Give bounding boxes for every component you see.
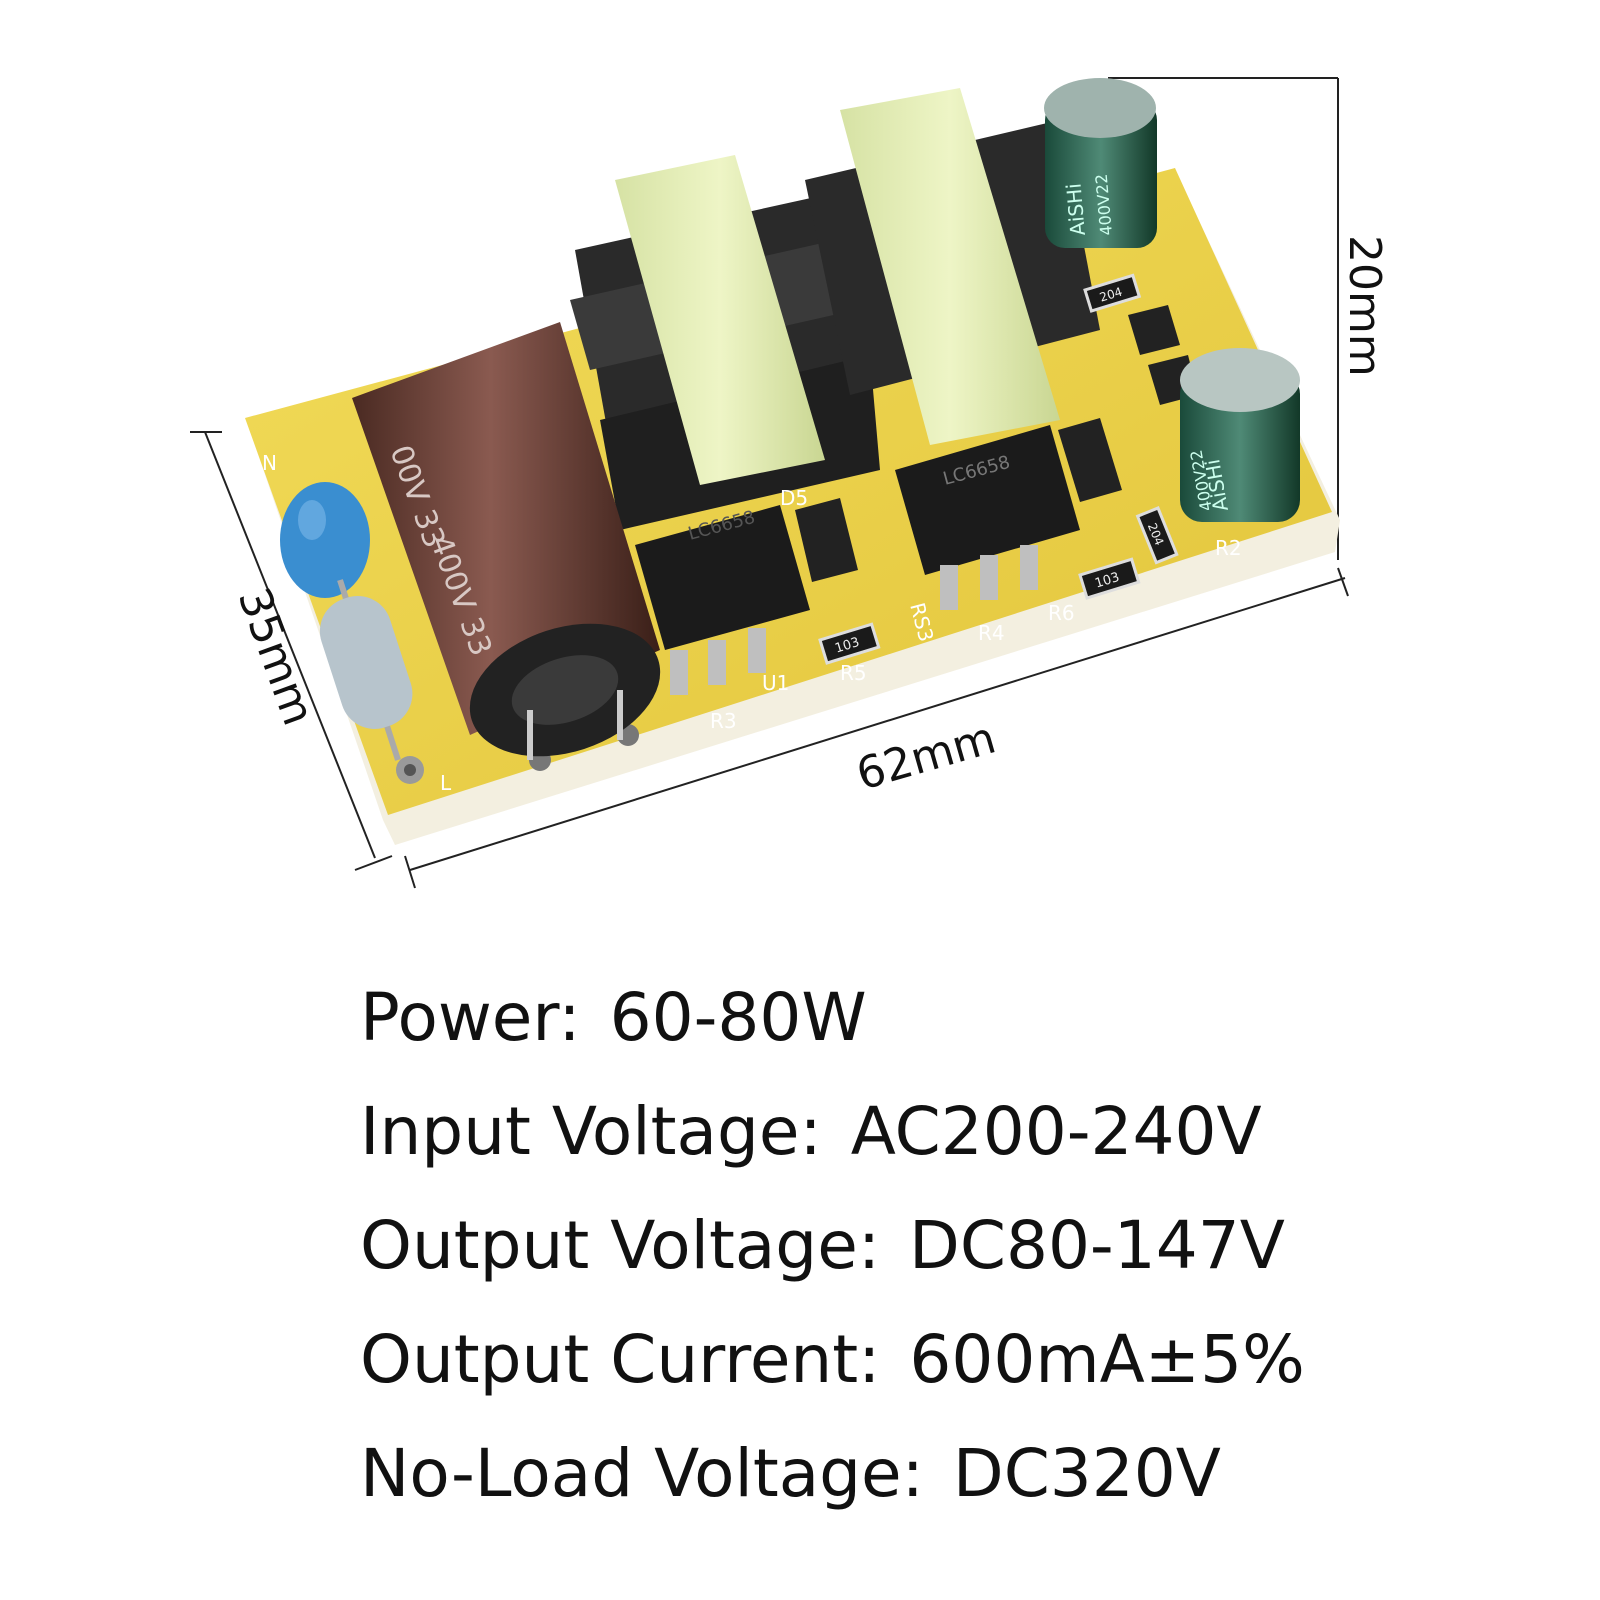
- spec-output-voltage: Output Voltage: DC80-147V: [360, 1213, 1305, 1327]
- svg-text:R2: R2: [1215, 536, 1242, 560]
- electrolytic-capacitor: 00V 33 400V 33: [352, 322, 661, 760]
- spec-value: 600mA±5%: [909, 1321, 1305, 1398]
- spec-output-current: Output Current: 600mA±5%: [360, 1327, 1305, 1441]
- svg-text:103: 103: [1093, 570, 1121, 592]
- spec-input-voltage: Input Voltage: AC200-240V: [360, 1099, 1305, 1213]
- svg-text:R5: R5: [840, 661, 867, 685]
- smd-components: 103 103 204 204: [795, 273, 1198, 665]
- spec-list: Power: 60-80W Input Voltage: AC200-240V …: [360, 985, 1305, 1555]
- svg-text:R4: R4: [978, 621, 1005, 645]
- spec-label: Output Current: [360, 1321, 859, 1398]
- spec-value: DC320V: [952, 1435, 1221, 1512]
- svg-text:R3: R3: [710, 709, 737, 733]
- svg-text:D5: D5: [780, 486, 808, 510]
- product-photo: LC6658 LC6658 103 103 204 204: [190, 77, 1390, 889]
- spec-value: DC80-147V: [909, 1207, 1285, 1284]
- spec-separator: :: [799, 1093, 822, 1170]
- svg-text:R6: R6: [1048, 601, 1075, 625]
- dimension-lines: [190, 77, 1349, 889]
- transformer-right: [805, 88, 1100, 445]
- dimension-height-label: 20mm: [1339, 235, 1390, 377]
- svg-text:N: N: [262, 451, 277, 475]
- axial-resistor: [319, 579, 413, 761]
- green-capacitor-top: AiSHi 400V22: [1044, 78, 1157, 248]
- spec-separator: :: [858, 1321, 881, 1398]
- spec-value: AC200-240V: [850, 1093, 1262, 1170]
- svg-text:103: 103: [833, 635, 861, 657]
- ic-right: LC6658: [895, 425, 1080, 610]
- blue-capacitor: [280, 482, 370, 598]
- spec-no-load-voltage: No-Load Voltage: DC320V: [360, 1441, 1305, 1555]
- spec-power: Power: 60-80W: [360, 985, 1305, 1099]
- svg-text:L: L: [440, 771, 452, 795]
- silkscreen-labels: D5 U1 R3 R5 RS3 R4 R6 R2 L N: [262, 451, 1242, 795]
- spec-separator: :: [857, 1207, 881, 1284]
- spec-value: 60-80W: [609, 979, 867, 1056]
- spec-label: Input Voltage: [360, 1093, 800, 1170]
- spec-label: No-Load Voltage: [360, 1435, 902, 1512]
- ic-left: LC6658: [635, 505, 810, 695]
- green-capacitor-bottom: AiSHi 400V22: [1180, 348, 1300, 522]
- spec-label: Output Voltage: [360, 1207, 858, 1284]
- svg-text:U1: U1: [762, 671, 789, 695]
- svg-text:204: 204: [1098, 285, 1124, 305]
- spec-separator: :: [558, 979, 581, 1056]
- svg-text:AiSHi: AiSHi: [1061, 182, 1089, 236]
- spec-separator: :: [901, 1435, 924, 1512]
- spec-label: Power: [360, 979, 559, 1056]
